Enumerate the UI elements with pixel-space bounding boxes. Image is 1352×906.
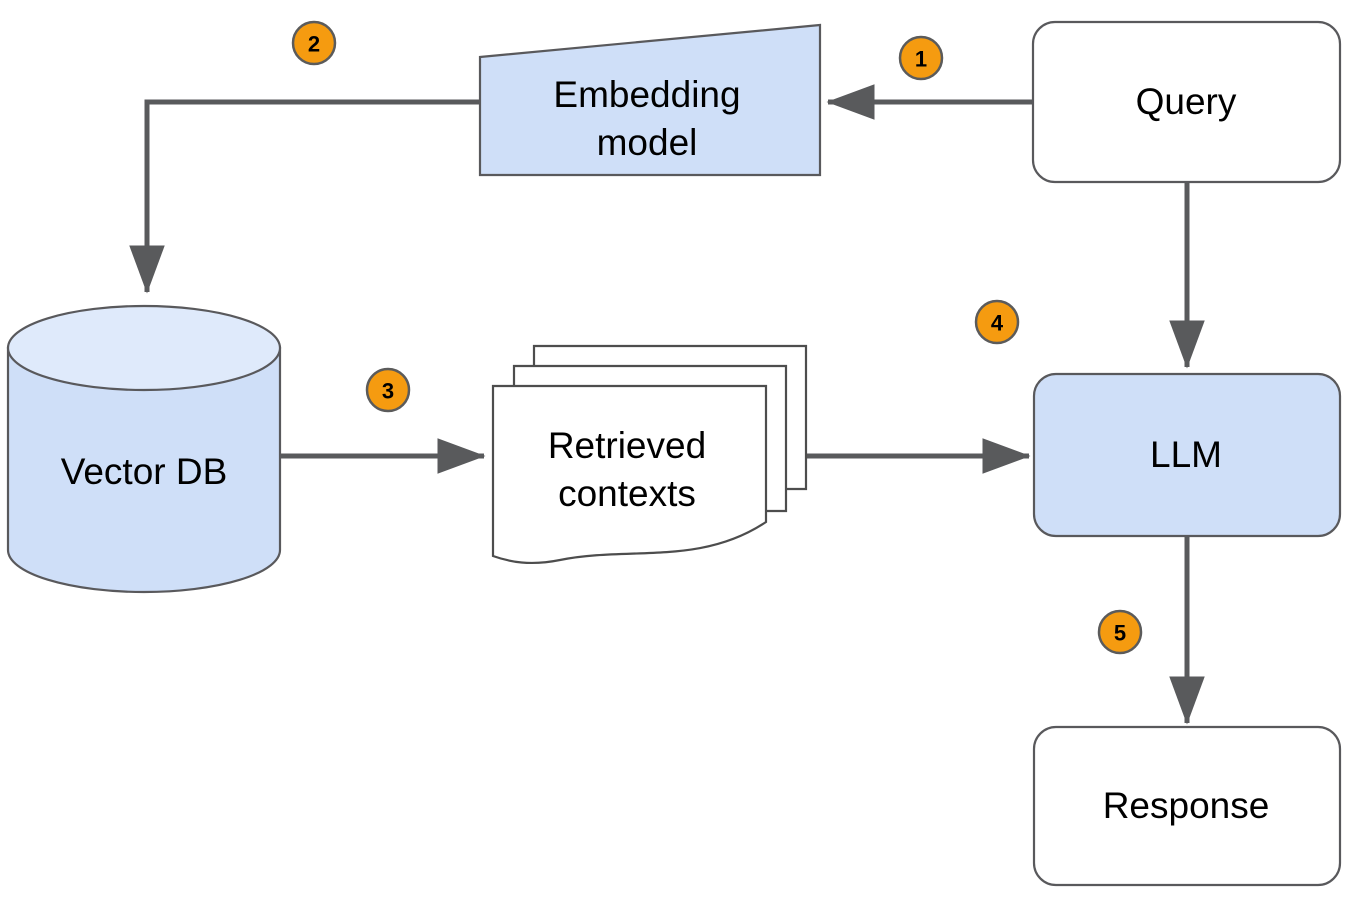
- step-badge-5-label: 5: [1114, 621, 1126, 646]
- step-badge-4-circle[interactable]: [974, 299, 1020, 345]
- step-badge-2[interactable]: 2: [291, 20, 337, 66]
- step-badge-5-circle[interactable]: [1097, 609, 1143, 655]
- node-llm[interactable]: LLM: [1032, 372, 1342, 538]
- vector-db-cylinder-body[interactable]: [6, 346, 282, 594]
- embedding-model-label-line2: model: [597, 122, 698, 163]
- query-box[interactable]: [1031, 20, 1342, 184]
- node-query[interactable]: Query: [1031, 20, 1342, 184]
- step-badge-3-circle[interactable]: [365, 367, 411, 413]
- step-badge-1[interactable]: 1: [898, 35, 944, 81]
- node-retrieved-contexts[interactable]: Retrieved contexts: [491, 344, 808, 565]
- retrieved-contexts-label-line1: Retrieved: [548, 425, 706, 466]
- retrieved-contexts-document[interactable]: [491, 384, 768, 565]
- llm-box[interactable]: [1032, 372, 1342, 538]
- step-badge-1-circle[interactable]: [898, 35, 944, 81]
- step-badge-5[interactable]: 5: [1097, 609, 1143, 655]
- llm-label: LLM: [1150, 434, 1222, 475]
- vector-db-cylinder-top: [6, 304, 282, 392]
- query-label: Query: [1136, 81, 1237, 122]
- retrieved-contexts-label-line2: contexts: [558, 473, 696, 514]
- response-box[interactable]: [1032, 725, 1342, 887]
- step-badge-2-circle[interactable]: [291, 20, 337, 66]
- embedding-model-label-line1: Embedding: [553, 74, 740, 115]
- arrow-embedding-to-vectordb: [129, 99, 480, 294]
- vector-db-label: Vector DB: [61, 451, 228, 492]
- step-badge-3-label: 3: [382, 379, 394, 404]
- step-badge-4-label: 4: [991, 311, 1004, 336]
- connector-embedding-to-vectordb: [129, 99, 480, 294]
- embedding-model-trapezoid[interactable]: [478, 23, 822, 177]
- step-badge-4[interactable]: 4: [974, 299, 1020, 345]
- node-response[interactable]: Response: [1032, 725, 1342, 887]
- node-embedding-model[interactable]: Embedding model: [478, 23, 822, 177]
- response-label: Response: [1103, 785, 1270, 826]
- step-badge-1-label: 1: [915, 47, 927, 72]
- step-badge-2-label: 2: [308, 32, 320, 57]
- step-badge-3[interactable]: 3: [365, 367, 411, 413]
- node-vector-db[interactable]: Vector DB: [6, 304, 282, 594]
